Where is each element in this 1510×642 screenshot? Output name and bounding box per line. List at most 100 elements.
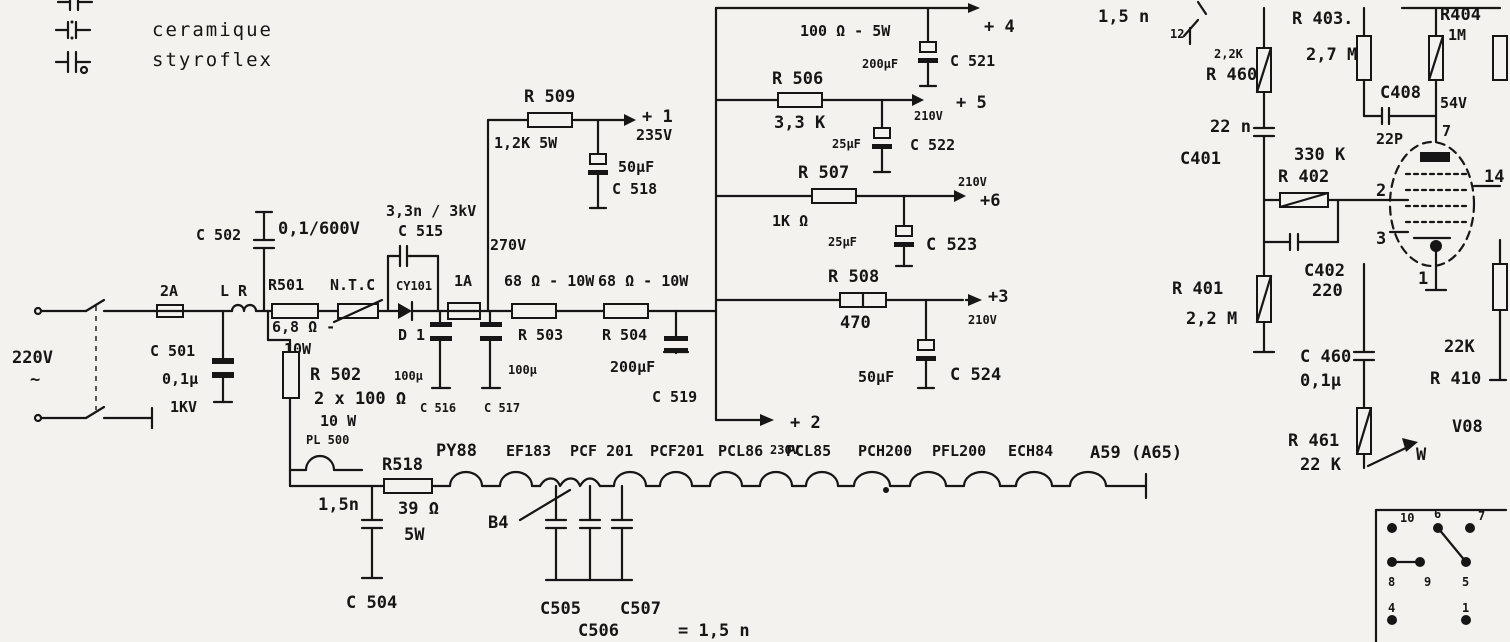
output-plus-1: + 1 235V [636,107,673,144]
pin7-label: 7 [1442,122,1451,140]
r502-watt: 10 W [320,412,357,430]
r506-value: 3,3 K [774,113,826,133]
c522-value: 25µF [832,137,861,151]
c502-value: 0,1/600V [278,219,360,239]
c501-value: 0,1µ [162,370,198,388]
capacitor-c501: C 501 0,1µ 1KV [150,309,234,416]
output-plus-5: + 5 210V [914,93,987,123]
c501-name: C 501 [150,342,195,360]
tube-pcl86: PCL86 [718,442,763,460]
r503-value: 68 Ω - 10W [504,272,595,290]
socket-pin-8: 8 [1388,575,1395,589]
c516-value: 100µ [394,369,423,383]
fuse-2a-label: 2A [160,282,178,300]
output-plus-3: +3 210V [968,287,1008,327]
resistor-r509: R 509 1,2K 5W [494,87,575,152]
capacitor-c517: 100µ C 517 [480,309,537,415]
r508-value: 470 [840,313,871,333]
c519-value: 200µF [610,358,655,376]
c502-name: C 502 [196,226,241,244]
capacitor-c518: 50µF C 518 [588,118,657,210]
c524-value: 50µF [858,368,894,386]
resistor-r518: R518 39 Ω 5W [382,455,439,545]
r504-value: 68 Ω - 10W [598,272,689,290]
c402-name: C402 [1304,261,1345,281]
c505-name: C505 [540,599,581,619]
c460-name: C 460 [1300,347,1351,367]
pin14-label: 14 [1484,167,1504,187]
out4-label: + 4 [984,17,1015,37]
capacitor-c408: C408 22P [1362,83,1438,148]
c515-name: C 515 [398,222,443,240]
capacitor-c524: 50µF C 524 [858,298,1001,390]
capacitor-c523: 25µF C 523 [828,194,977,268]
r460-name: R 460 [1206,65,1257,85]
r501-name: R501 [268,276,304,294]
ntc-thermistor: N.T.C [330,276,384,324]
c517-name: C 517 [484,401,520,415]
fuse-1a: 1A [446,272,482,320]
resistor-r460: 2,2K R 460 [1206,46,1273,94]
heater-chain [448,470,1148,500]
r504-name: R 504 [602,326,647,344]
heater-decoupling-caps [544,484,634,582]
ceramic-capacitor-symbol [54,20,92,40]
caps-value: = 1,5 n [678,621,750,641]
tube-a59: A59 (A65) [1090,443,1182,463]
tube-ef183: EF183 [506,442,551,460]
volt-54: 54V [1440,94,1467,112]
socket-pin-4: 4 [1388,601,1395,615]
ac-symbol: ~ [30,370,40,390]
resistor-r410: 22K R 410 [1430,263,1508,389]
legend-ceramique: ceramique [152,19,273,41]
r518-value: 39 Ω [398,499,439,519]
tube-pcf201-b: PCF201 [650,442,704,460]
r507-value: 1K Ω [772,212,808,230]
c401-value: 22 n [1210,117,1251,137]
c521-name: C 521 [950,52,995,70]
out1-label: + 1 [642,107,673,127]
top-cap-value: 1,5 n [1098,7,1149,27]
legend-styroflex: styroflex [152,49,273,71]
r404-value: 1M [1448,26,1466,44]
resistor-r507: R 507 1K Ω [772,163,857,230]
node-270v: 270V [490,236,526,254]
choke-lr: L R [220,282,258,313]
out2-label: + 2 [790,413,821,433]
b4-label: B4 [488,513,508,533]
socket-pin-9: 9 [1424,575,1431,589]
c517-value: 100µ [508,363,537,377]
r518-watt: 5W [404,525,425,545]
tube-pcl85: PCL85 [786,442,831,460]
tube-pfl200: PFL200 [932,442,986,460]
c523-name: C 523 [926,235,977,255]
capacitor-c401: 22 n C401 [1180,117,1276,169]
c515-value: 3,3n / 3kV [386,202,476,220]
capacitor-c519: 200µF C 519 [610,309,697,406]
capacitor-c502: C 502 0,1/600V [196,210,360,313]
c519-name: C 519 [652,388,697,406]
socket-pin-1: 1 [1462,601,1469,615]
pin12-label: 12 [1170,27,1184,41]
tube-pch200: PCH200 [858,442,912,460]
c506-name: C506 [578,621,619,641]
c518-value: 50µF [618,158,654,176]
c504-name: C 504 [346,593,397,613]
styroflex-capacitor-symbol [54,50,92,75]
r502-value: 2 x 100 Ω [314,389,406,409]
resistor-r508: R 508 470 [828,267,887,333]
resistor-r506: R 506 3,3 K [772,69,826,133]
c504-value: 1,5n [318,495,359,515]
c522-name: C 522 [910,136,955,154]
resistor-r403: R 403. 2,7 M [1292,9,1372,81]
pin1-label: 1 [1418,269,1428,289]
socket-pin-5: 5 [1462,575,1469,589]
pl500-label: PL 500 [306,433,349,447]
mains-voltage-label: 220V [12,348,53,368]
resistor-r402: 330 K R 402 [1278,145,1346,209]
r501-value: 6,8 Ω - [272,318,335,336]
r506-name: R 506 [772,69,823,89]
capacitor-c515: 3,3n / 3kV C 515 [386,202,476,313]
c402-value: 220 [1312,281,1343,301]
